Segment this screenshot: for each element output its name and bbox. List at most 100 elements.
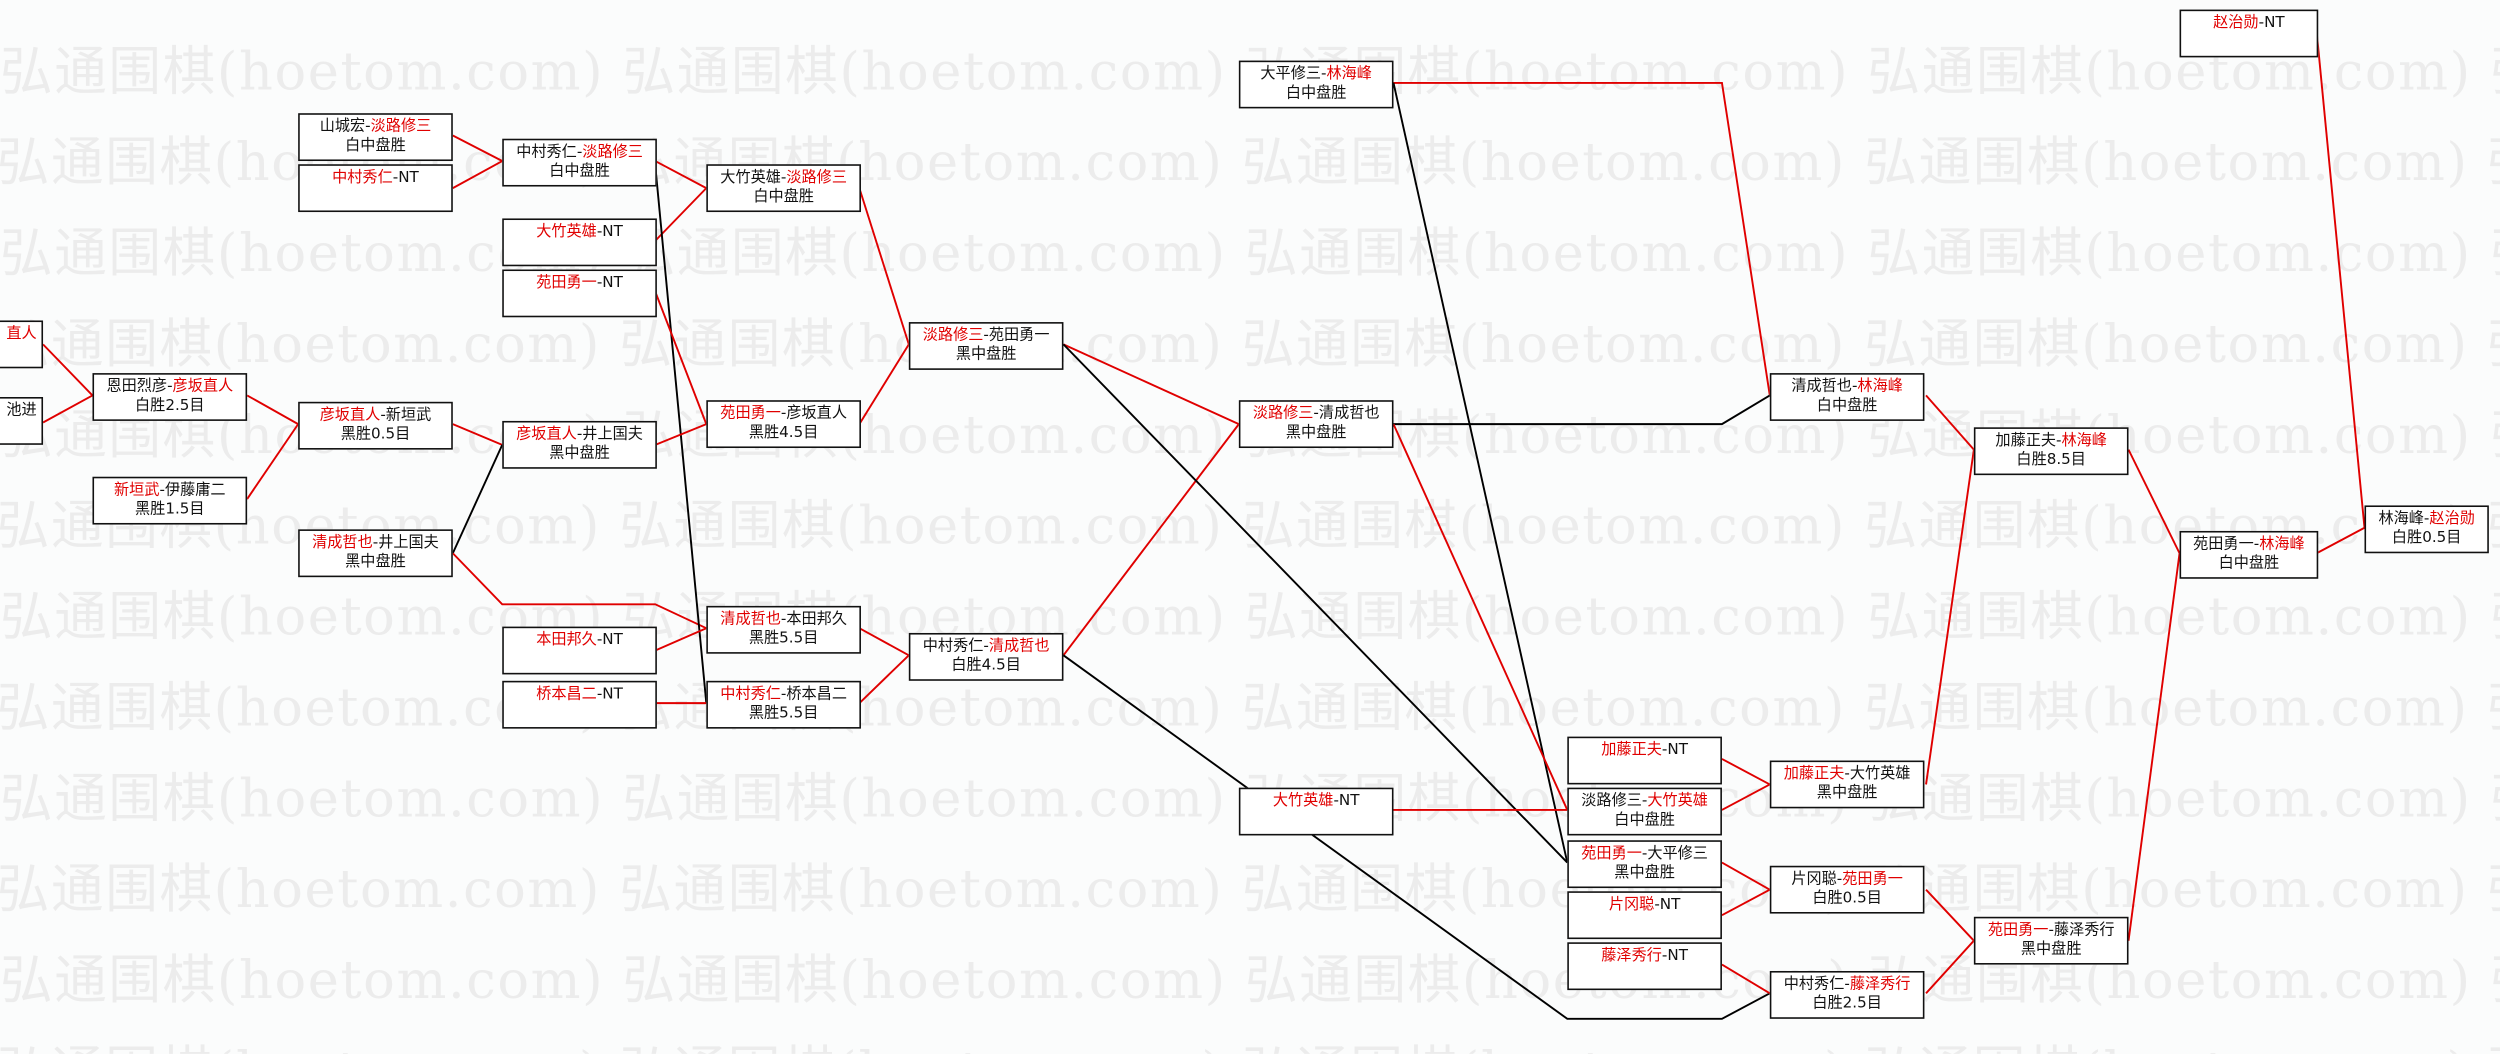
- winner-connector: [2316, 526, 2365, 555]
- match-box: 中村秀仁-桥本昌二黑胜5.5目: [706, 680, 861, 729]
- separator: -: [380, 406, 386, 425]
- winner-connector: [1721, 963, 1771, 995]
- loser-connector: [1392, 82, 1569, 863]
- separator: -: [1333, 792, 1339, 810]
- player-name: 林海峰: [2061, 432, 2107, 450]
- separator: -: [2048, 921, 2054, 940]
- player-name: 淡路修三: [582, 143, 643, 162]
- player-name: 清成哲也: [988, 637, 1050, 656]
- player-name: 中村秀仁: [1783, 975, 1845, 994]
- winner-connector: [2127, 449, 2181, 554]
- match-result: 黑中盘胜: [1816, 784, 1878, 802]
- separator: -: [576, 143, 583, 162]
- match-players: 淡路修三-苑田勇一: [910, 327, 1061, 346]
- separator: -: [983, 326, 989, 345]
- match-players: 恩田烈彦-彦坂直人: [94, 378, 245, 397]
- match-result: 黑胜0.5目: [340, 425, 411, 444]
- match-players: 本田邦久-NT: [504, 631, 655, 650]
- match-box: 淡路修三-苑田勇一黑中盘胜: [908, 322, 1064, 370]
- match-box: 中村秀仁-清成哲也白胜4.5目: [908, 632, 1064, 681]
- player-name: 中村秀仁: [332, 169, 393, 187]
- match-box: 苑田勇一-林海峰白中盘胜: [2179, 530, 2319, 579]
- player-name: NT: [2264, 14, 2285, 32]
- match-players: 苑田勇一-藤泽秀行: [1975, 922, 2126, 941]
- player-name: 大平修三: [1647, 845, 1708, 863]
- separator: -: [372, 534, 379, 552]
- winner-connector: [1721, 861, 1771, 891]
- match-box: 恩田烈彦-彦坂直人白胜2.5目: [92, 373, 248, 421]
- winner-connector: [246, 423, 299, 500]
- watermark-text: 弘通围棋(hoetom.com) 弘通围棋(hoetom.com) 弘通围棋(h…: [0, 312, 2500, 375]
- match-box: 淡路修三-大竹英雄白中盘胜: [1567, 787, 1722, 836]
- match-result: 黑中盘胜: [955, 345, 1017, 364]
- match-players: 片冈聪-NT: [1569, 896, 1720, 915]
- match-box: 苑田勇一-彦坂直人黑胜4.5目: [706, 400, 861, 449]
- winner-connector: [654, 291, 708, 425]
- match-players: 加藤正夫-林海峰: [1975, 432, 2126, 451]
- winner-connector: [2315, 31, 2366, 528]
- match-box: 中村秀仁-淡路修三白中盘胜: [502, 138, 657, 187]
- loser-connector: [451, 444, 504, 554]
- player-name: 加藤正夫: [1995, 432, 2057, 450]
- player-name: 恩田烈彦: [106, 377, 168, 396]
- winner-connector: [1721, 783, 1771, 811]
- player-name: 井上国夫: [582, 425, 643, 444]
- separator: -: [596, 685, 603, 704]
- winner-connector: [654, 187, 708, 242]
- player-name: 中村秀仁: [720, 685, 781, 704]
- separator: -: [1851, 377, 1858, 396]
- player-name: 本田邦久: [536, 631, 597, 649]
- player-name: 赵治勋: [2213, 14, 2259, 32]
- match-box: 山城宏-淡路修三白中盘胜: [298, 113, 453, 162]
- player-name: 苑田勇一: [1581, 845, 1642, 863]
- match-players: 清成哲也-林海峰: [1771, 378, 1922, 397]
- match-players: 直人: [0, 325, 37, 344]
- match-box: 苑田勇一-藤泽秀行黑中盘胜: [1973, 916, 2129, 965]
- match-box: 加藤正夫-NT: [1567, 736, 1722, 785]
- player-name: 直人: [6, 325, 37, 343]
- match-result: 黑胜1.5目: [135, 500, 205, 519]
- match-players: 山城宏-淡路修三: [300, 118, 451, 137]
- match-players: 加藤正夫-NT: [1569, 741, 1720, 760]
- player-name: 苑田勇一: [1842, 870, 1903, 889]
- match-box: 池进: [0, 397, 44, 445]
- player-name: 新垣武: [385, 406, 432, 425]
- player-name: 赵治勋: [2429, 510, 2475, 528]
- winner-connector: [654, 160, 707, 189]
- match-box: 苑田勇一-NT: [502, 269, 657, 318]
- match-box: 加藤正夫-林海峰白胜8.5目: [1973, 427, 2129, 476]
- match-players: 中村秀仁-清成哲也: [910, 638, 1061, 657]
- player-name: NT: [1667, 741, 1688, 759]
- match-result: 黑中盘胜: [1614, 864, 1675, 882]
- separator: -: [596, 631, 603, 649]
- match-players: 苑田勇一-NT: [504, 274, 655, 293]
- separator: -: [983, 637, 989, 656]
- winner-connector: [858, 343, 910, 425]
- player-name: 清成哲也: [1318, 404, 1380, 423]
- match-result: 黑中盘胜: [2020, 940, 2082, 959]
- player-name: 新垣武: [114, 481, 160, 500]
- watermark-text: 弘通围棋(hoetom.com) 弘通围棋(hoetom.com) 弘通围棋(h…: [0, 676, 2500, 739]
- match-players: 大竹英雄-NT: [1240, 792, 1391, 811]
- match-players: 苑田勇一-林海峰: [2181, 536, 2317, 555]
- match-box: 林海峰-赵治勋白胜0.5目: [2364, 505, 2489, 554]
- player-name: 加藤正夫: [1601, 741, 1662, 759]
- match-box: 藤泽秀行-NT: [1567, 942, 1722, 991]
- winner-connector: [1925, 394, 1975, 451]
- player-name: 苑田勇一: [988, 326, 1050, 345]
- match-players: 池进: [0, 401, 37, 421]
- player-name: NT: [1659, 896, 1681, 914]
- winner-connector: [1062, 423, 1240, 656]
- player-name: 池进: [6, 401, 37, 420]
- match-result: 黑中盘胜: [1285, 424, 1347, 442]
- winner-connector: [452, 160, 503, 189]
- match-players: 片冈聪-苑田勇一: [1771, 871, 1922, 890]
- player-name: NT: [398, 169, 419, 187]
- separator: -: [1836, 870, 1843, 889]
- player-name: 苑田勇一: [536, 274, 597, 292]
- match-players: 赵治勋-NT: [2181, 14, 2317, 33]
- winner-connector: [858, 627, 910, 657]
- player-name: 苑田勇一: [2193, 535, 2254, 554]
- match-players: 清成哲也-井上国夫: [300, 534, 451, 553]
